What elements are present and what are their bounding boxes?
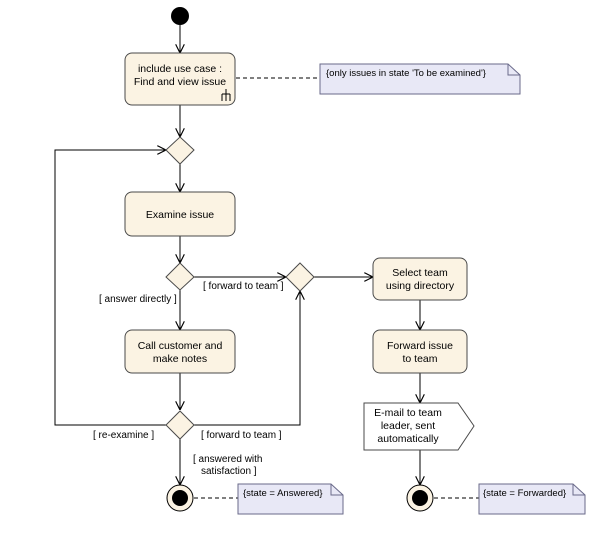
action-forward-line1: Forward issue [387, 340, 453, 352]
note-state-forwarded: {state = Forwarded} [478, 483, 586, 515]
action-examine-label: Examine issue [146, 209, 214, 221]
action-examine-issue[interactable]: Examine issue [124, 191, 236, 237]
decision-node-2 [165, 410, 195, 440]
action-select-line2: using directory [386, 280, 455, 292]
action-forward-line2: to team [402, 353, 437, 365]
guard-answered-line2: satisfaction ] [201, 466, 257, 477]
note-only-issues-text: {only issues in state 'To be examined'} [326, 68, 486, 79]
rake-icon [221, 89, 231, 101]
action-select-team[interactable]: Select team using directory [372, 257, 468, 301]
signal-email-line1: E-mail to team [374, 407, 442, 419]
signal-email-line2: leader, sent [381, 420, 435, 432]
guard-answer-directly: [ answer directly ] [99, 294, 177, 305]
note-state-answered: {state = Answered} [237, 483, 344, 515]
final-node-forwarded [406, 484, 434, 512]
guard-re-examine: [ re-examine ] [93, 430, 154, 441]
control-flows [54, 25, 420, 485]
note-anchors [194, 77, 479, 499]
flow-reexamine-loop [54, 150, 166, 426]
guard-forward-to-team-2: [ forward to team ] [201, 430, 282, 441]
note-only-issues: {only issues in state 'To be examined'} [319, 63, 521, 95]
guard-forward-to-team-1: [ forward to team ] [203, 281, 284, 292]
merge-node-1 [165, 136, 195, 165]
note-state-answered-text: {state = Answered} [243, 488, 323, 499]
final-node-answered [166, 484, 194, 512]
action-find-view-issue[interactable]: include use case : Find and view issue [124, 52, 236, 106]
merge-node-2 [285, 262, 315, 292]
action-call-line1: Call customer and [138, 340, 223, 352]
action-call-customer[interactable]: Call customer and make notes [124, 329, 236, 374]
signal-email-line3: automatically [377, 433, 439, 445]
flow-decision2-to-merge2 [194, 291, 300, 426]
send-signal-email[interactable]: E-mail to team leader, sent automaticall… [363, 402, 475, 451]
note-state-forwarded-text: {state = Forwarded} [483, 488, 566, 499]
guard-answered-line1: [ answered with [193, 454, 262, 465]
action-select-line1: Select team [392, 267, 448, 279]
action-call-line2: make notes [153, 353, 207, 365]
action-find-line2: Find and view issue [134, 76, 226, 88]
initial-node [171, 7, 189, 25]
action-forward-issue[interactable]: Forward issue to team [372, 329, 468, 374]
decision-node-1 [165, 262, 195, 291]
action-find-line1: include use case : [138, 63, 222, 75]
